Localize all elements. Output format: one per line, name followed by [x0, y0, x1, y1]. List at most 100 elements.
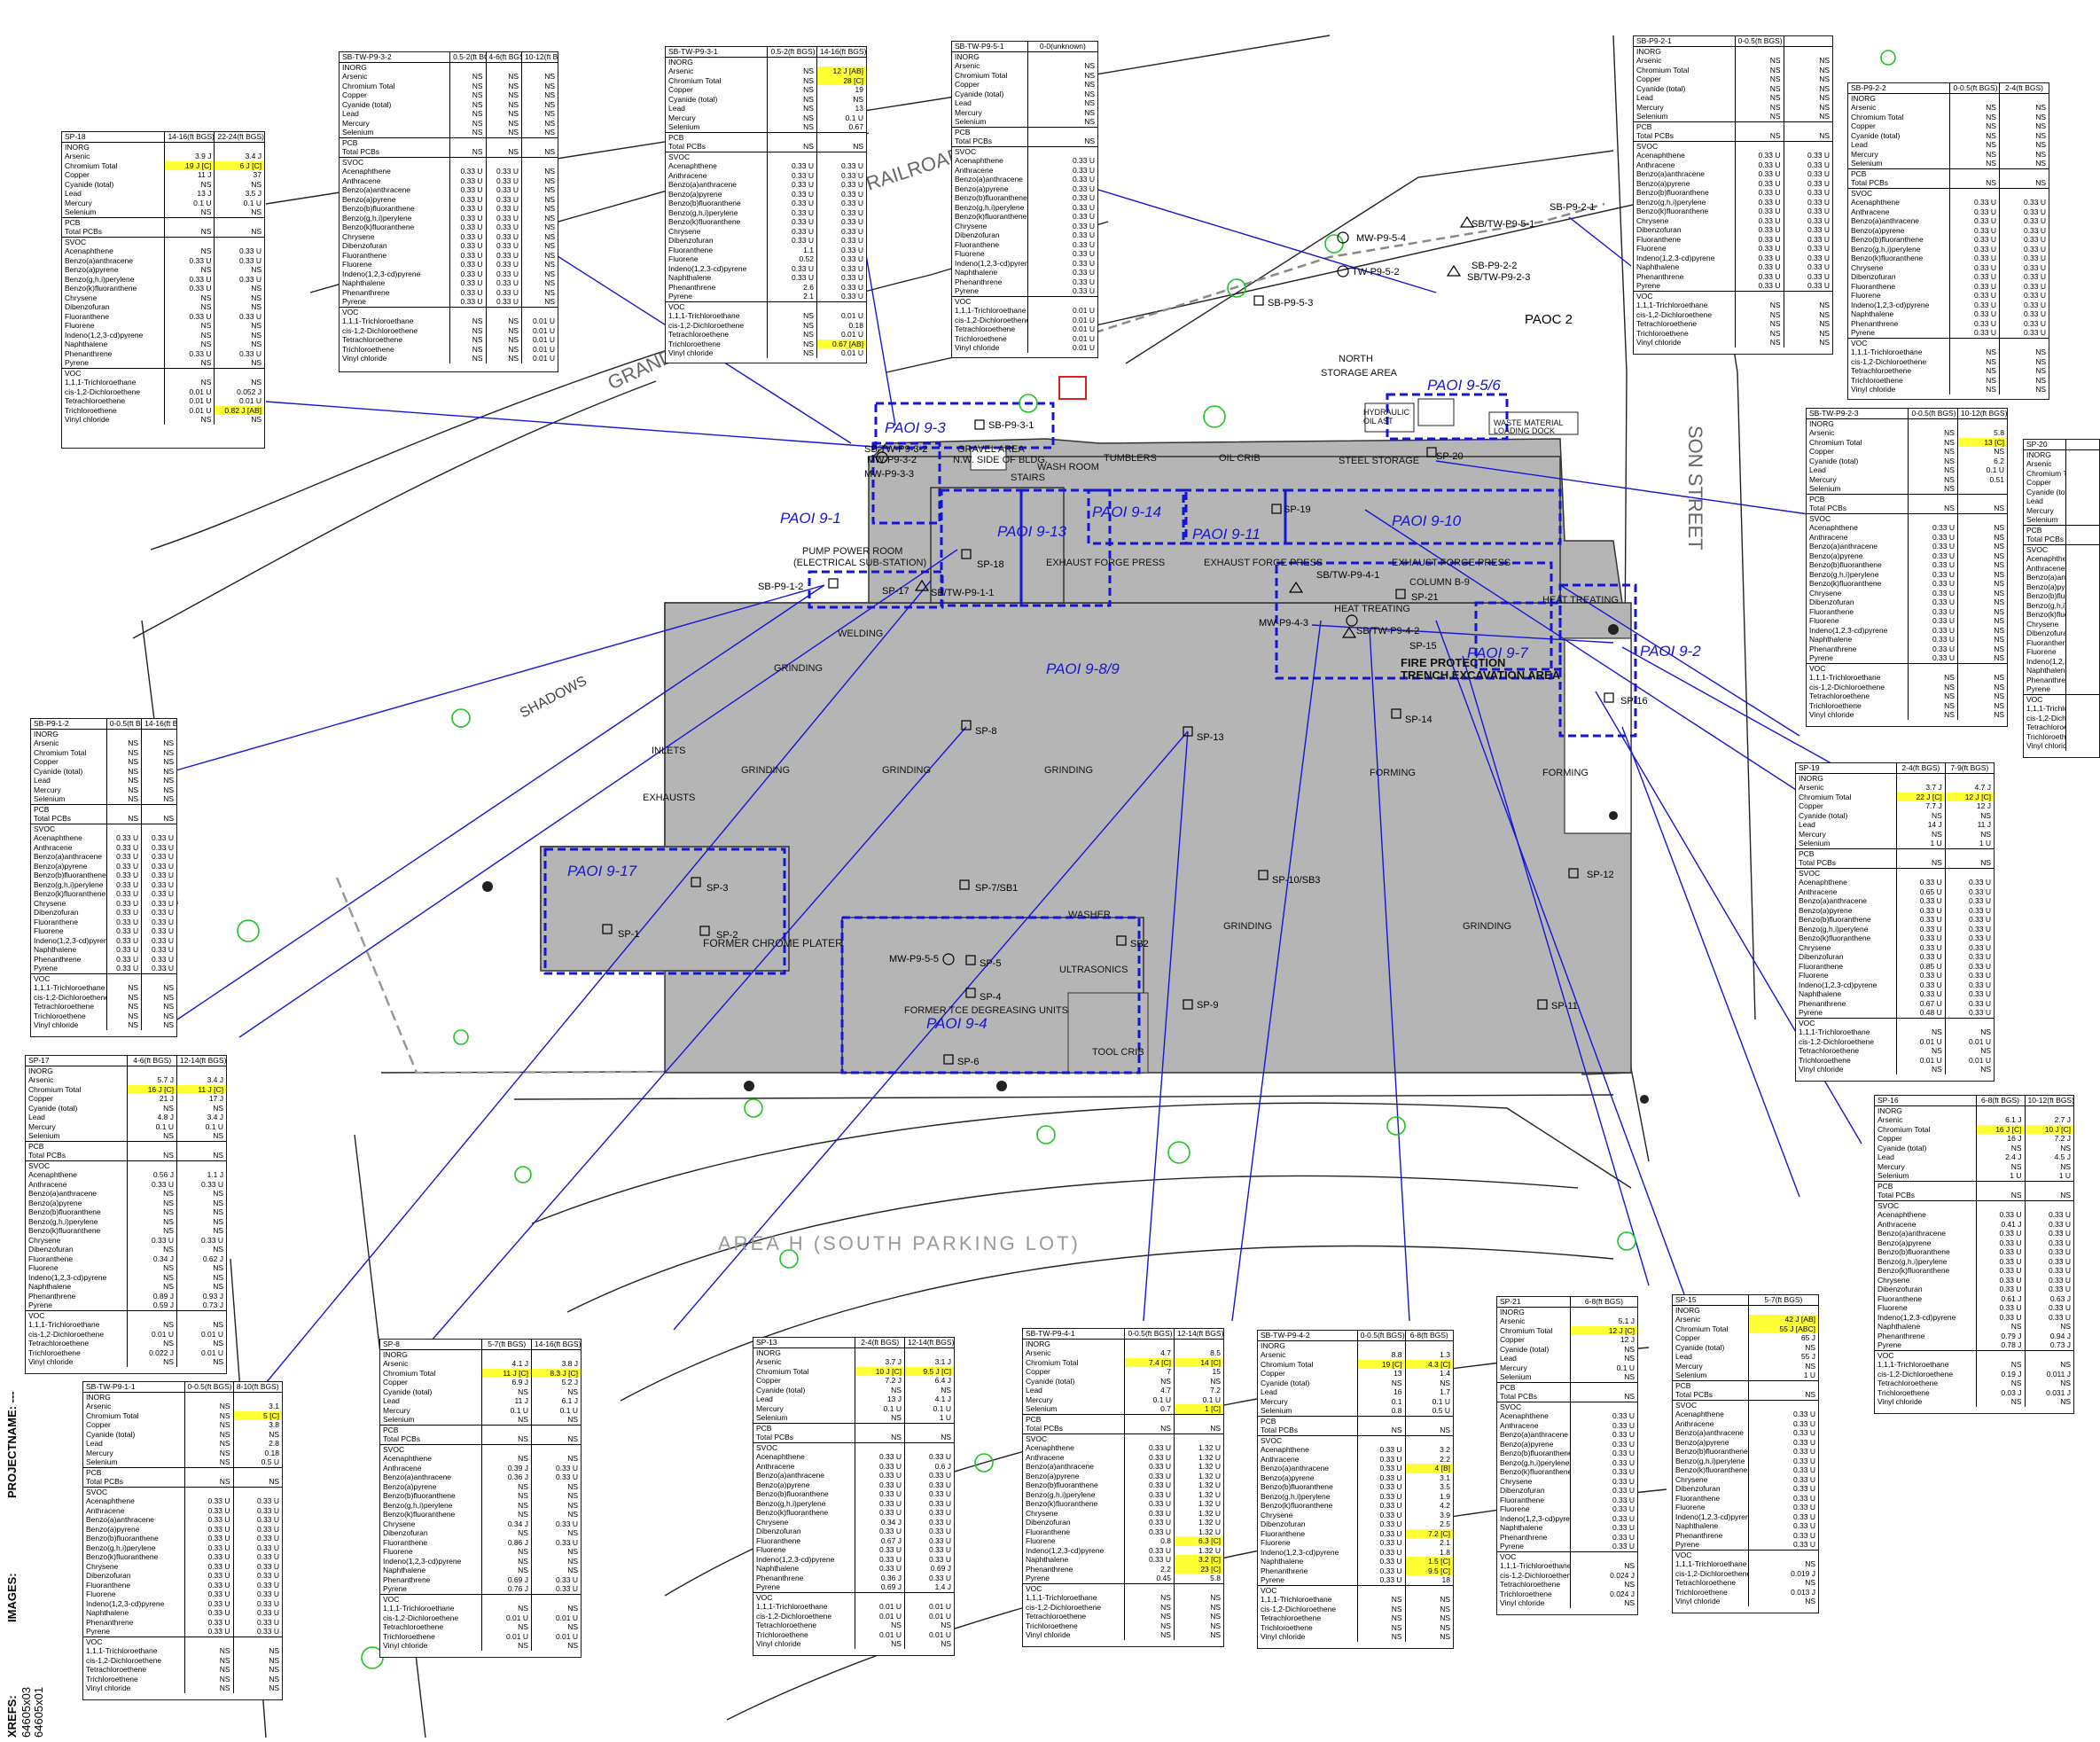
result-value: 0.78 J [1975, 1340, 2025, 1350]
result-value: NS [127, 1245, 177, 1254]
result-value: NS [1908, 465, 1958, 475]
table-title: SB-TW-P9-5-1 [952, 42, 1028, 52]
parameter-label: Arsenic [1799, 783, 1824, 792]
result-value: NS [1404, 1613, 1453, 1623]
result-value: NS [521, 147, 558, 157]
result-value: 0.33 U [1569, 1467, 1637, 1477]
parameter-label: Tetrachloroethene [1026, 1612, 1087, 1621]
result-value: 16 [1356, 1387, 1406, 1397]
result-value: 0.33 U [232, 1608, 282, 1618]
section-label: INORG [1809, 418, 1834, 428]
result-value: 0.33 U [1747, 1503, 1818, 1512]
parameter-label: Benzo(g,h,i)perylene [86, 1543, 156, 1552]
result-value [176, 1140, 226, 1151]
parameter-label: Benzo(k)fluoranthene [2026, 610, 2065, 619]
result-value: 0.33 U [1356, 1491, 1406, 1501]
result-value: 0.33 U [1027, 212, 1097, 222]
result-value: 4.8 J [127, 1113, 177, 1122]
result-value: NS [1944, 1046, 1994, 1056]
result-value [1908, 418, 1958, 428]
result-value: NS [767, 94, 817, 104]
result-value: NS [1908, 484, 1958, 494]
oil-ast [1417, 398, 1455, 426]
result-value: NS [449, 325, 487, 335]
result-value: 0.33 U [1998, 225, 2049, 235]
svg-text:EXHAUST FORGE PRESS: EXHAUST FORGE PRESS [1046, 558, 1165, 568]
result-value: 6.1 J [1975, 1115, 2025, 1125]
result-value: 0.33 U [816, 189, 866, 199]
parameter-label: Total PCBs [342, 147, 380, 156]
result-value: 11 J [164, 170, 215, 180]
parameter-label: 1,1,1-Trichloroethane [1636, 301, 1708, 309]
result-value: NS [1956, 588, 2007, 598]
parameter-label: Chrysene [955, 221, 988, 230]
result-value: NS [1956, 542, 2007, 551]
result-value: 0.33 U [1949, 291, 2000, 301]
parameter-label: Indeno(1,2,3-cd)pyrene [383, 1556, 462, 1566]
result-value: 0.33 U [485, 167, 522, 176]
result-value [1734, 46, 1784, 56]
parameter-label: Fluoranthene [1799, 961, 1844, 971]
result-value: 0.33 U [1896, 933, 1946, 943]
parameter-label: Total PCBs [1809, 504, 1847, 512]
result-value [530, 1349, 581, 1359]
parameter-label: Fluorene [1851, 291, 1881, 300]
parameter-label: Copper [1636, 74, 1661, 83]
result-value: 0.33 U [1027, 221, 1097, 230]
result-value: 0.33 U [530, 1472, 581, 1482]
result-value: 0.33 U [1908, 532, 1958, 542]
result-value: 0.33 U [1569, 1495, 1637, 1504]
parameter-label: Naphthalene [1500, 1523, 1543, 1532]
result-value: 0.01 U [1027, 306, 1097, 316]
column-header: 0-0.5(ft BGS) [1356, 1331, 1406, 1341]
result-value [816, 57, 866, 66]
result-value: NS [1783, 102, 1832, 112]
result-value: 0.33 U [1356, 1566, 1406, 1575]
parameter-label: Pyrene [668, 292, 692, 301]
result-value: NS [1975, 1322, 2025, 1332]
parameter-label: Benzo(a)pyrene [1500, 1439, 1554, 1449]
result-value: NS [481, 1500, 532, 1510]
parameter-label: Mercury [668, 113, 696, 122]
section-label: SVOC [666, 151, 768, 161]
parameter-label: Tetrachloroethene [383, 1622, 444, 1631]
result-value [1569, 1307, 1637, 1316]
parameter-label: Fluorene [34, 926, 64, 935]
parameter-label: Cyanide (total) [383, 1387, 433, 1396]
result-value: NS [485, 128, 522, 137]
parameter-label: Naphthalene [955, 268, 998, 277]
section-label: INORG [28, 1066, 53, 1075]
result-value [214, 236, 264, 246]
result-value: NS [521, 250, 558, 260]
result-value: 0.52 [767, 254, 817, 264]
sample-point-labels: SB-P9-3-1 SB/TW-P9-3-2 MW-P9-3-2 MW-P9-3… [618, 202, 1648, 1067]
parameter-label: Fluorene [668, 254, 699, 263]
parameter-label: Total PCBs [1500, 1392, 1538, 1401]
result-value: 0.33 U [767, 273, 817, 283]
parameter-label: Cyanide (total) [1026, 1376, 1075, 1386]
result-value [1998, 168, 2049, 178]
result-value [141, 803, 176, 814]
result-value: NS [1734, 74, 1784, 84]
section-label: SVOC [1875, 1199, 1977, 1210]
result-value: NS [164, 378, 215, 387]
result-value: NS [1998, 112, 2049, 121]
result-value [1908, 493, 1958, 504]
parameter-label: Indeno(1,2,3-cd)pyrene [34, 935, 107, 945]
result-value: NS [141, 738, 176, 748]
result-value: NS [1949, 178, 2000, 188]
result-value: NS [176, 1131, 226, 1141]
parameter-label: Benzo(b)fluoranthene [1809, 560, 1882, 569]
parameter-label: Copper [1261, 1369, 1285, 1378]
parameter-label: Phenanthrene [1799, 998, 1846, 1008]
zone-paoi-9-10: PAOI 9-10 [1392, 512, 1462, 529]
parameter-label: Phenanthrene [65, 348, 113, 358]
svg-text:COLUMN B-9: COLUMN B-9 [1409, 577, 1470, 588]
result-value [481, 1443, 532, 1454]
result-value: NS [2024, 1143, 2073, 1152]
result-value: NS [1783, 93, 1832, 103]
svg-text:SB/TW-P9-4-1: SB/TW-P9-4-1 [1316, 570, 1379, 581]
result-value: 0.33 U [1747, 1418, 1818, 1428]
parameter-label: cis-1,2-Dichloroethene [668, 320, 745, 330]
